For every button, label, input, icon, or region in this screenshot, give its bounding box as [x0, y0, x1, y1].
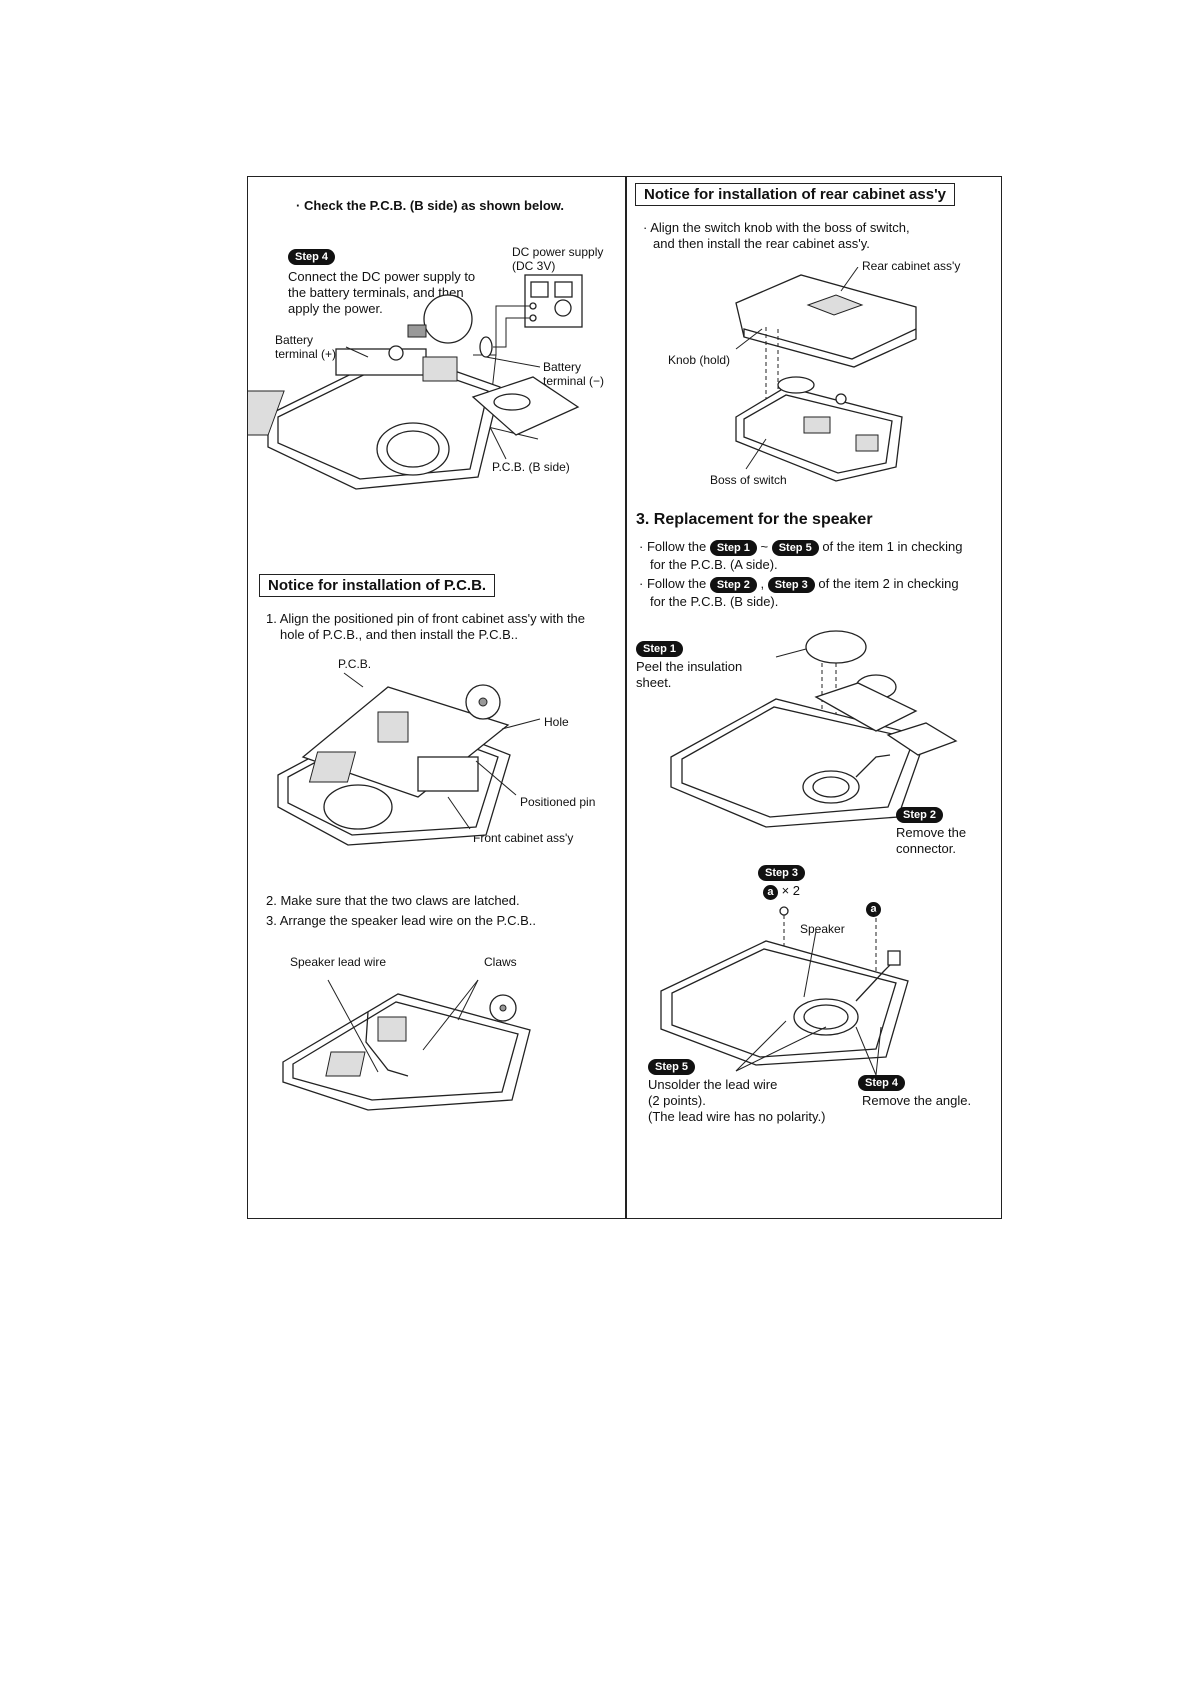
- follow1-post: of the item 1 in checking: [822, 539, 963, 554]
- step5-line: (The lead wire has no polarity.): [648, 1109, 826, 1124]
- step5-line: Unsolder the lead wire: [648, 1077, 778, 1092]
- follow2-post: of the item 2 in checking: [818, 576, 959, 591]
- claws-label: Claws: [484, 955, 517, 969]
- step5-leader-lines: [735, 1020, 882, 1076]
- pcb-b-side-label: P.C.B. (B side): [492, 460, 570, 474]
- step4-line: the battery terminals, and then: [288, 285, 464, 300]
- step5-line: (2 points).: [648, 1093, 706, 1108]
- pcb-installation-illustration: [277, 672, 541, 846]
- step1-badge: Step 1: [636, 641, 684, 657]
- step4-right-block: Step 4 Remove the angle.: [858, 1073, 971, 1109]
- screw-mark-a: a: [866, 899, 881, 917]
- step2-line: Remove the: [896, 825, 967, 840]
- step2-badge: Step 2: [896, 807, 944, 823]
- notice-rear-heading: Notice for installation of rear cabinet …: [635, 183, 955, 206]
- rear-cabinet-illustration: [735, 267, 917, 482]
- follow2-step-badge: Step 3: [767, 577, 815, 593]
- check-pcb-instruction: · Check the P.C.B. (B side) as shown bel…: [296, 198, 564, 213]
- battery-plus-line: terminal (+): [275, 347, 337, 361]
- follow2-line: · Follow the Step 2 , Step 3 of the item…: [639, 576, 959, 593]
- step1-block: Step 1 Peel the insulation sheet.: [636, 639, 742, 691]
- dc-supply-label: DC power supply (DC 3V): [512, 245, 603, 273]
- manual-page-frame: · Check the P.C.B. (B side) as shown bel…: [247, 176, 1002, 1219]
- notice-pcb-heading: Notice for installation of P.C.B.: [259, 574, 496, 597]
- front-cabinet-label: Front cabinet ass'y: [473, 831, 574, 845]
- item1-text: 1. Align the positioned pin of front cab…: [266, 611, 585, 643]
- boss-label: Boss of switch: [710, 473, 787, 487]
- rear-cabinet-label: Rear cabinet ass'y: [862, 259, 961, 273]
- section3-heading: 3. Replacement for the speaker: [636, 511, 873, 528]
- step4-line: apply the power.: [288, 301, 383, 316]
- follow2-step-badge: Step 2: [709, 577, 757, 593]
- step5-badge: Step 5: [648, 1059, 696, 1075]
- battery-minus-line: Battery: [543, 360, 582, 374]
- align-line: · Align the switch knob with the boss of…: [643, 220, 910, 235]
- battery-minus-label: Battery terminal (−): [543, 360, 604, 388]
- column-divider: [625, 177, 627, 1218]
- follow2-sep: ,: [760, 576, 765, 591]
- pcb-label: P.C.B.: [338, 657, 372, 671]
- positioned-pin-label: Positioned pin: [520, 795, 596, 809]
- step4-right-text: Remove the angle.: [862, 1093, 972, 1108]
- battery-plus-line: Battery: [275, 333, 314, 347]
- speaker-lead-label: Speaker lead wire: [290, 955, 387, 969]
- follow1-sep: ~: [760, 539, 769, 554]
- follow1-line: · Follow the Step 1 ~ Step 5 of the item…: [639, 539, 963, 556]
- battery-minus-line: terminal (−): [543, 374, 605, 388]
- step4-line: Connect the DC power supply to: [288, 269, 476, 284]
- screw-mark-icon: a: [762, 885, 778, 900]
- step3-block: Step 3 a × 2: [758, 863, 806, 900]
- item3-text: 3. Arrange the speaker lead wire on the …: [266, 913, 537, 928]
- step4-right-badge: Step 4: [858, 1075, 906, 1091]
- item1-line: 1. Align the positioned pin of front cab…: [266, 611, 586, 626]
- pcb-b-side-illustration: [248, 274, 583, 490]
- speaker-replacement-illustration: [670, 630, 958, 828]
- screw-count: × 2: [781, 883, 801, 898]
- speaker-removal-illustration: [660, 906, 909, 1066]
- screw-mark-icon: a: [866, 902, 881, 917]
- follow1-step-badge: Step 5: [771, 540, 819, 556]
- speaker-label: Speaker: [800, 922, 845, 936]
- step2-block: Step 2 Remove the connector.: [896, 805, 966, 857]
- follow1-pre: · Follow the: [639, 539, 707, 554]
- step2-line: connector.: [896, 841, 956, 856]
- follow2-line2: for the P.C.B. (B side).: [650, 594, 779, 609]
- align-line: and then install the rear cabinet ass'y.: [653, 236, 870, 251]
- knob-label: Knob (hold): [668, 353, 731, 367]
- align-text: · Align the switch knob with the boss of…: [643, 220, 910, 252]
- step5-block: Step 5 Unsolder the lead wire (2 points)…: [648, 1057, 826, 1125]
- step4-badge: Step 4: [288, 249, 336, 265]
- step1-line: Peel the insulation: [636, 659, 743, 674]
- follow1-line2: for the P.C.B. (A side).: [650, 557, 778, 572]
- battery-plus-label: Battery terminal (+): [275, 333, 336, 361]
- item1-line: hole of P.C.B., and then install the P.C…: [280, 627, 519, 642]
- step4-block: Step 4 Connect the DC power supply to th…: [288, 247, 475, 317]
- speaker-lead-illustration: [282, 979, 531, 1111]
- dc-supply-line: (DC 3V): [512, 259, 556, 273]
- step1-line: sheet.: [636, 675, 672, 690]
- step3-badge: Step 3: [758, 865, 806, 881]
- hole-label: Hole: [544, 715, 569, 729]
- follow2-pre: · Follow the: [639, 576, 707, 591]
- item2-text: 2. Make sure that the two claws are latc…: [266, 893, 520, 908]
- follow1-step-badge: Step 1: [709, 540, 757, 556]
- dc-supply-line: DC power supply: [512, 245, 604, 259]
